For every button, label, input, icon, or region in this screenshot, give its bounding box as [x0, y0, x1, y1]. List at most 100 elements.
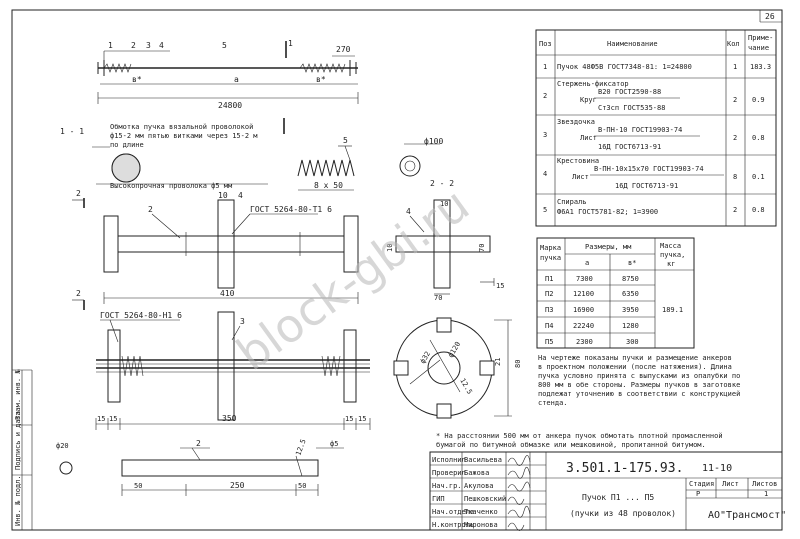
role-label: ГИП	[432, 495, 445, 503]
side-label-sign: Подпись и дата	[14, 411, 22, 470]
stage-value: Р	[696, 490, 700, 498]
role-label: Проверил	[432, 469, 466, 477]
dim-50-right: 50	[298, 482, 306, 490]
person-name: Бажова	[464, 469, 489, 477]
spec-row-pos: 2	[543, 92, 547, 100]
spec-row-pos: 4	[543, 170, 547, 178]
spec-row-qty: 1	[733, 63, 737, 71]
spiral-pitch: 8 x 50	[314, 181, 343, 190]
side-label-inv: Инв. № подл.	[14, 475, 22, 526]
section-2-label: 2	[76, 189, 81, 198]
section-1-1: 1 - 1 Обмотка пучка вязальной проволокой…	[60, 118, 285, 190]
bundle-table: Марка пучка Размеры, мм а в* Масса пучка…	[536, 237, 695, 349]
bundle-elevation: 1 2 3 4 5 1 270 в* а в* 24800	[97, 39, 359, 110]
spec-row-line: Лист	[572, 173, 589, 181]
dim-70-bottom: 70	[434, 294, 442, 302]
person-name: Васильева	[464, 456, 502, 464]
gost-weld-2: ГОСТ 5264-80-Н1 6	[100, 311, 182, 320]
dia-20: ф20	[56, 442, 69, 450]
bundle-row-mark: П2	[545, 290, 553, 298]
spec-row-line: B20 ГОСТ2590-88	[598, 88, 661, 96]
spec-row-pos: 5	[543, 206, 547, 214]
section-2-label: 2	[76, 289, 81, 298]
pos-label: 2	[196, 439, 201, 448]
dim-21: 21	[494, 358, 502, 366]
star-washer-view: ф120 ф32 12.5 21 80	[393, 317, 522, 419]
rod-end-view	[59, 461, 73, 475]
bundle-row-mark: П5	[545, 338, 553, 346]
gost-weld-1: ГОСТ 5264-80-Т1 6	[250, 205, 332, 214]
spec-row-pos: 1	[543, 63, 547, 71]
dim-15-right-2: 15	[358, 415, 366, 423]
wrap-note-line: ф15-2 мм пятью витками через 15-2 м	[110, 132, 258, 140]
bundle-header-mark-2: пучка	[540, 254, 561, 262]
dim-15-right: 15	[345, 415, 353, 423]
dim-80: 80	[514, 360, 522, 368]
pos-label: 3	[146, 41, 151, 50]
section-2-2-label: 2 - 2	[430, 179, 454, 188]
side-label-replace: Взам. инв. №	[14, 369, 22, 420]
spec-row-qty: 2	[733, 96, 737, 104]
spec-row-note: 0.1	[752, 173, 765, 181]
role-label: Нач.отдела	[432, 508, 474, 516]
dia-5: ф5	[330, 440, 338, 448]
dim-a: а	[234, 75, 239, 84]
signature-scribble	[507, 466, 531, 479]
dim-50: 50	[134, 482, 142, 490]
bundle-header-mass-1: Масса	[660, 242, 681, 250]
dim-15: 15	[496, 282, 504, 290]
pos-label: 3	[240, 317, 245, 326]
bundle-row-a: 7300	[576, 275, 593, 283]
role-label: Н.контроль	[432, 521, 474, 529]
note-line: На чертеже показаны пучки и размещение а…	[538, 354, 732, 362]
bundle-header-mass-2: пучка,	[660, 251, 685, 259]
footnote-line: * На расстоянии 500 мм от анкера пучок о…	[436, 432, 723, 440]
dim-10: 10	[440, 200, 448, 208]
pos-label: 10	[218, 191, 228, 200]
dim-410: 410	[220, 289, 235, 298]
sheet-frame	[11, 9, 783, 531]
spec-row-line: Круг	[580, 96, 597, 104]
pos-label: 4	[238, 191, 243, 200]
dia-100: ф100	[424, 137, 443, 146]
spec-row-qty: 2	[733, 134, 737, 142]
bundle-row-b: 6350	[622, 290, 639, 298]
spec-header-note-1: Приме-	[748, 34, 773, 42]
bundle-row-a: 16900	[573, 306, 594, 314]
spiral-end-view	[399, 155, 421, 177]
sheets-label: Листов	[752, 480, 777, 488]
spec-row-line: Стержень-фиксатор	[557, 80, 629, 88]
spec-table: Поз Наименование Кол Приме- чание 1 Пучо…	[535, 29, 777, 227]
role-label: Исполнил	[432, 456, 466, 464]
section-1-1-label: 1 - 1	[60, 127, 84, 136]
person-name: Миронова	[464, 521, 498, 529]
spec-row-note: 183.3	[750, 63, 771, 71]
stage-label: Стадия	[689, 480, 714, 488]
dia-32: ф32	[419, 350, 432, 365]
bundle-header-sizes: Размеры, мм	[585, 243, 632, 251]
dim-total-length: 24800	[218, 101, 242, 110]
bundle-row-a: 12100	[573, 290, 594, 298]
dim-350: 350	[222, 414, 237, 423]
dim-12-5: 12.5	[458, 377, 473, 396]
person-name: Акулова	[464, 482, 494, 490]
sheet-label: Лист	[722, 480, 739, 488]
signature-scribble	[507, 505, 531, 518]
footnote-line: бумагой по битумной обмазке или мешковин…	[436, 441, 706, 449]
spec-row-line: 16Д ГОСТ6713-91	[598, 143, 661, 151]
note-line: в проектном положении (после натяжения).…	[538, 363, 732, 371]
bundle-header-mass-3: кг	[667, 260, 675, 268]
pos-label: 1	[288, 39, 293, 48]
sheet-ref: 11-10	[702, 463, 732, 474]
dim-b-star: в*	[132, 75, 142, 84]
organization: АО"Трансмост"	[708, 510, 786, 521]
bundle-header-mark-1: Марка	[540, 244, 561, 252]
pos-label: 4	[406, 207, 411, 216]
spec-row-line: Лист	[580, 134, 597, 142]
dim-15-left-2: 15	[109, 415, 117, 423]
person-name: Ткаченко	[464, 508, 498, 516]
section-2-2: 2 - 2 4 10 10 70 70 15	[386, 179, 504, 302]
doc-code: 3.501.1-175.93.	[566, 461, 683, 476]
title-line-1: Пучок П1 ... П5	[582, 493, 654, 502]
